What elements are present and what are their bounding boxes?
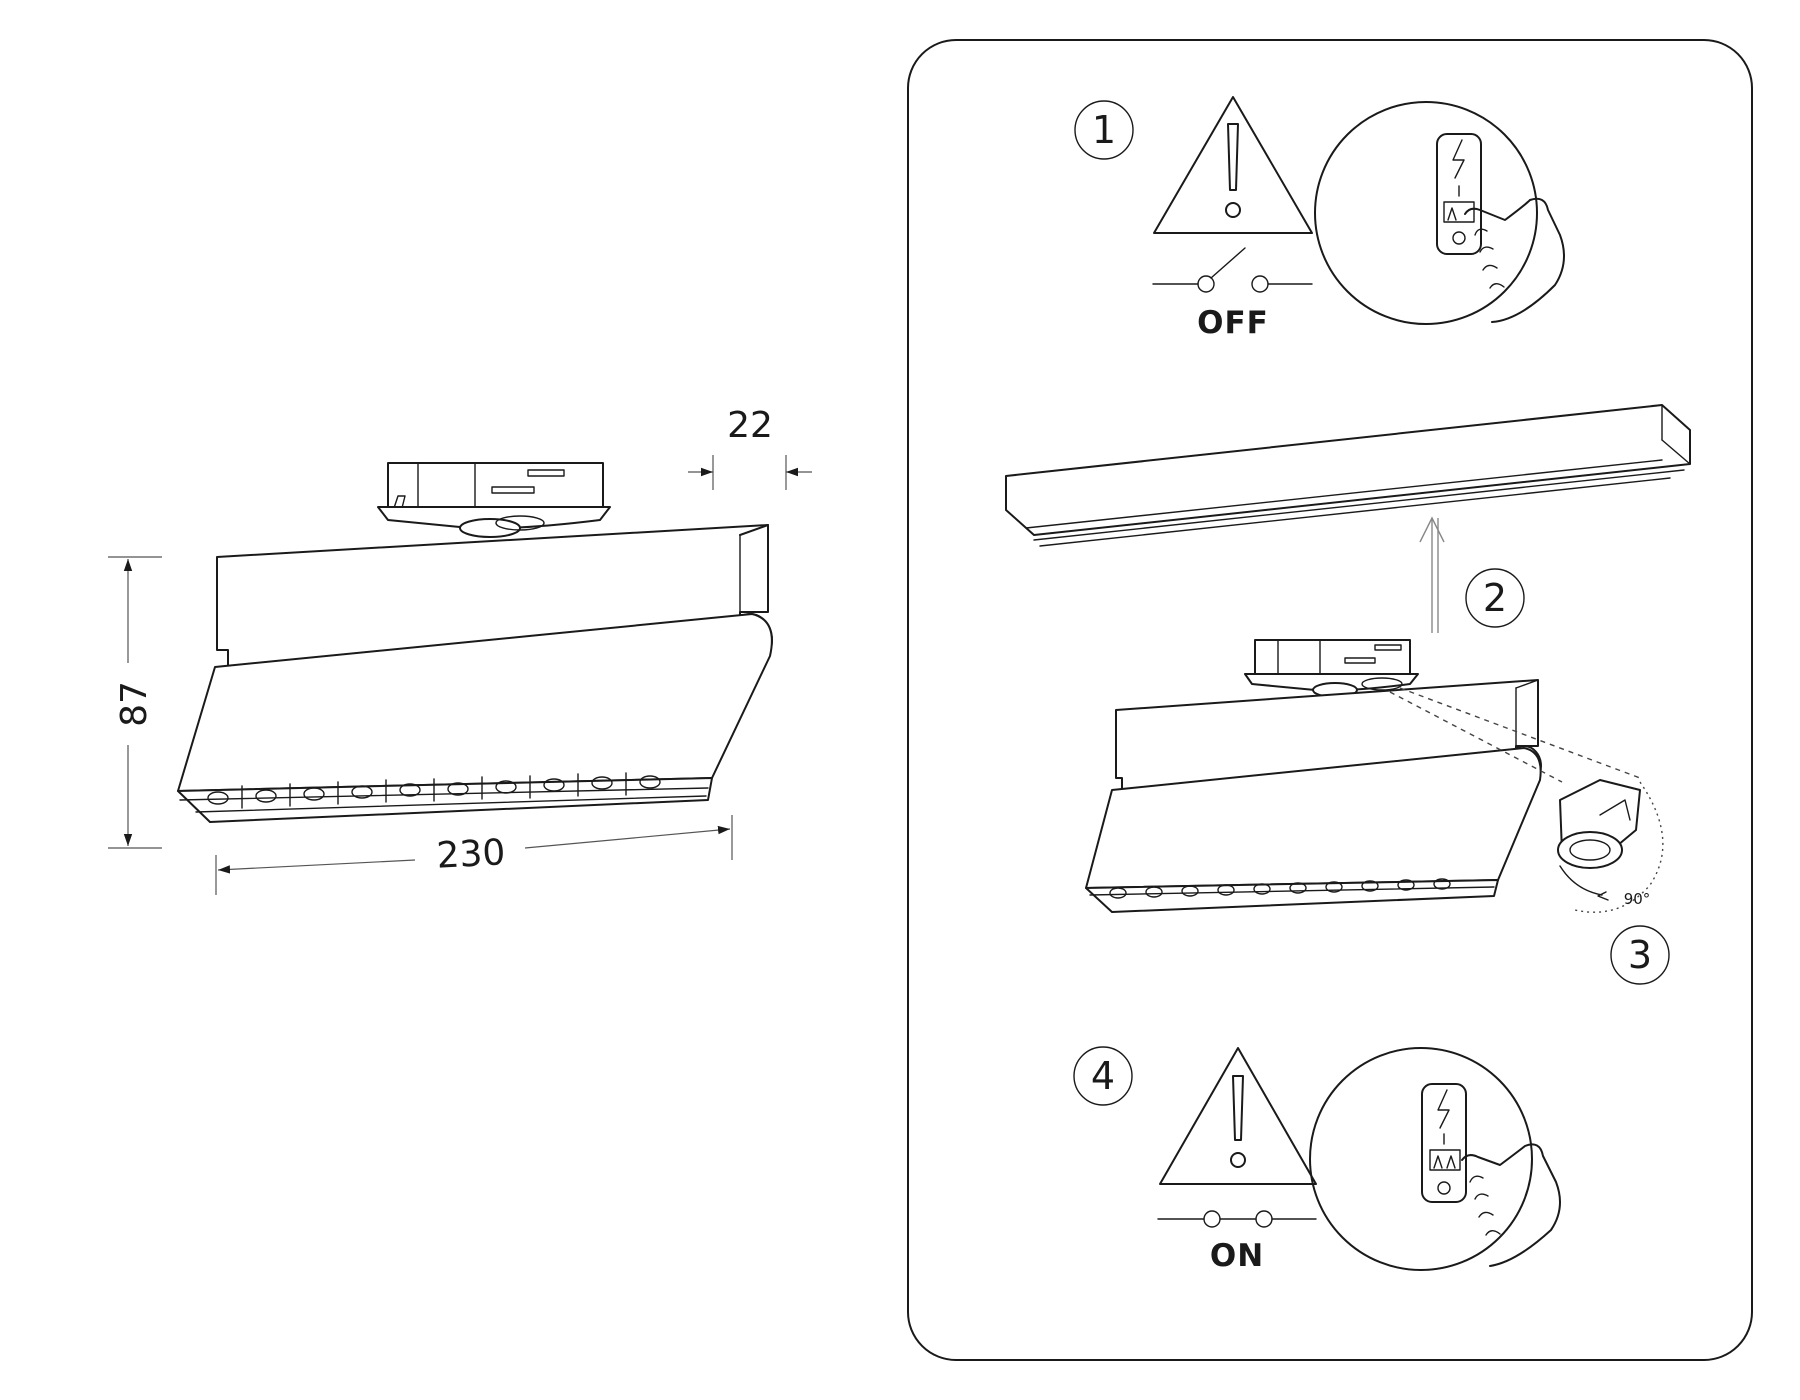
- step-4: 4 ON: [1073, 1046, 1561, 1274]
- track-adapter-small: [1244, 639, 1419, 698]
- step-2-badge: [1465, 568, 1525, 628]
- warning-triangle-icon: [1159, 1047, 1317, 1185]
- step-3: 90° 3: [1557, 779, 1670, 985]
- installation-panel: 1 OFF: [907, 39, 1753, 1361]
- track-rail: [1005, 404, 1691, 547]
- step-4-badge: [1073, 1046, 1133, 1106]
- dimension-drawing: 22 87 230: [108, 405, 812, 895]
- depth-value: 22: [727, 405, 773, 446]
- step-4-number: 4: [1091, 1054, 1115, 1098]
- wall-switch-off-illustration: [1314, 101, 1565, 325]
- step-3-number: 3: [1628, 933, 1652, 977]
- height-dimension: 87: [108, 556, 162, 849]
- width-value: 230: [436, 832, 507, 877]
- wall-switch-on-illustration: [1309, 1047, 1561, 1271]
- rotation-angle-label: 90°: [1624, 890, 1651, 908]
- hand-icon: [1461, 1143, 1561, 1267]
- warning-triangle-icon: [1153, 96, 1313, 234]
- width-dimension: 230: [215, 815, 733, 895]
- step-4-switch-label: ON: [1210, 1238, 1264, 1274]
- switch-open-icon: [1152, 247, 1313, 293]
- luminaire-assembly: [1085, 639, 1641, 913]
- height-value: 87: [114, 681, 155, 727]
- step-1-number: 1: [1092, 108, 1116, 152]
- step-3-badge: [1610, 925, 1670, 985]
- step-2: 2: [1005, 404, 1691, 633]
- hand-icon: [1464, 197, 1565, 323]
- step-2-number: 2: [1483, 576, 1507, 620]
- rotation-detail: [1557, 779, 1664, 913]
- step-1-switch-label: OFF: [1197, 305, 1269, 341]
- up-arrow-icon: [1419, 516, 1445, 633]
- step-1-badge: [1074, 100, 1134, 160]
- led-lens-row-small: [1109, 878, 1451, 899]
- led-lens-row: [207, 772, 661, 809]
- switch-closed-icon: [1157, 1210, 1317, 1228]
- track-adapter: [377, 462, 611, 538]
- depth-dimension: 22: [688, 405, 812, 490]
- step-1: 1 OFF: [1074, 96, 1565, 341]
- lamp-head: [177, 613, 773, 823]
